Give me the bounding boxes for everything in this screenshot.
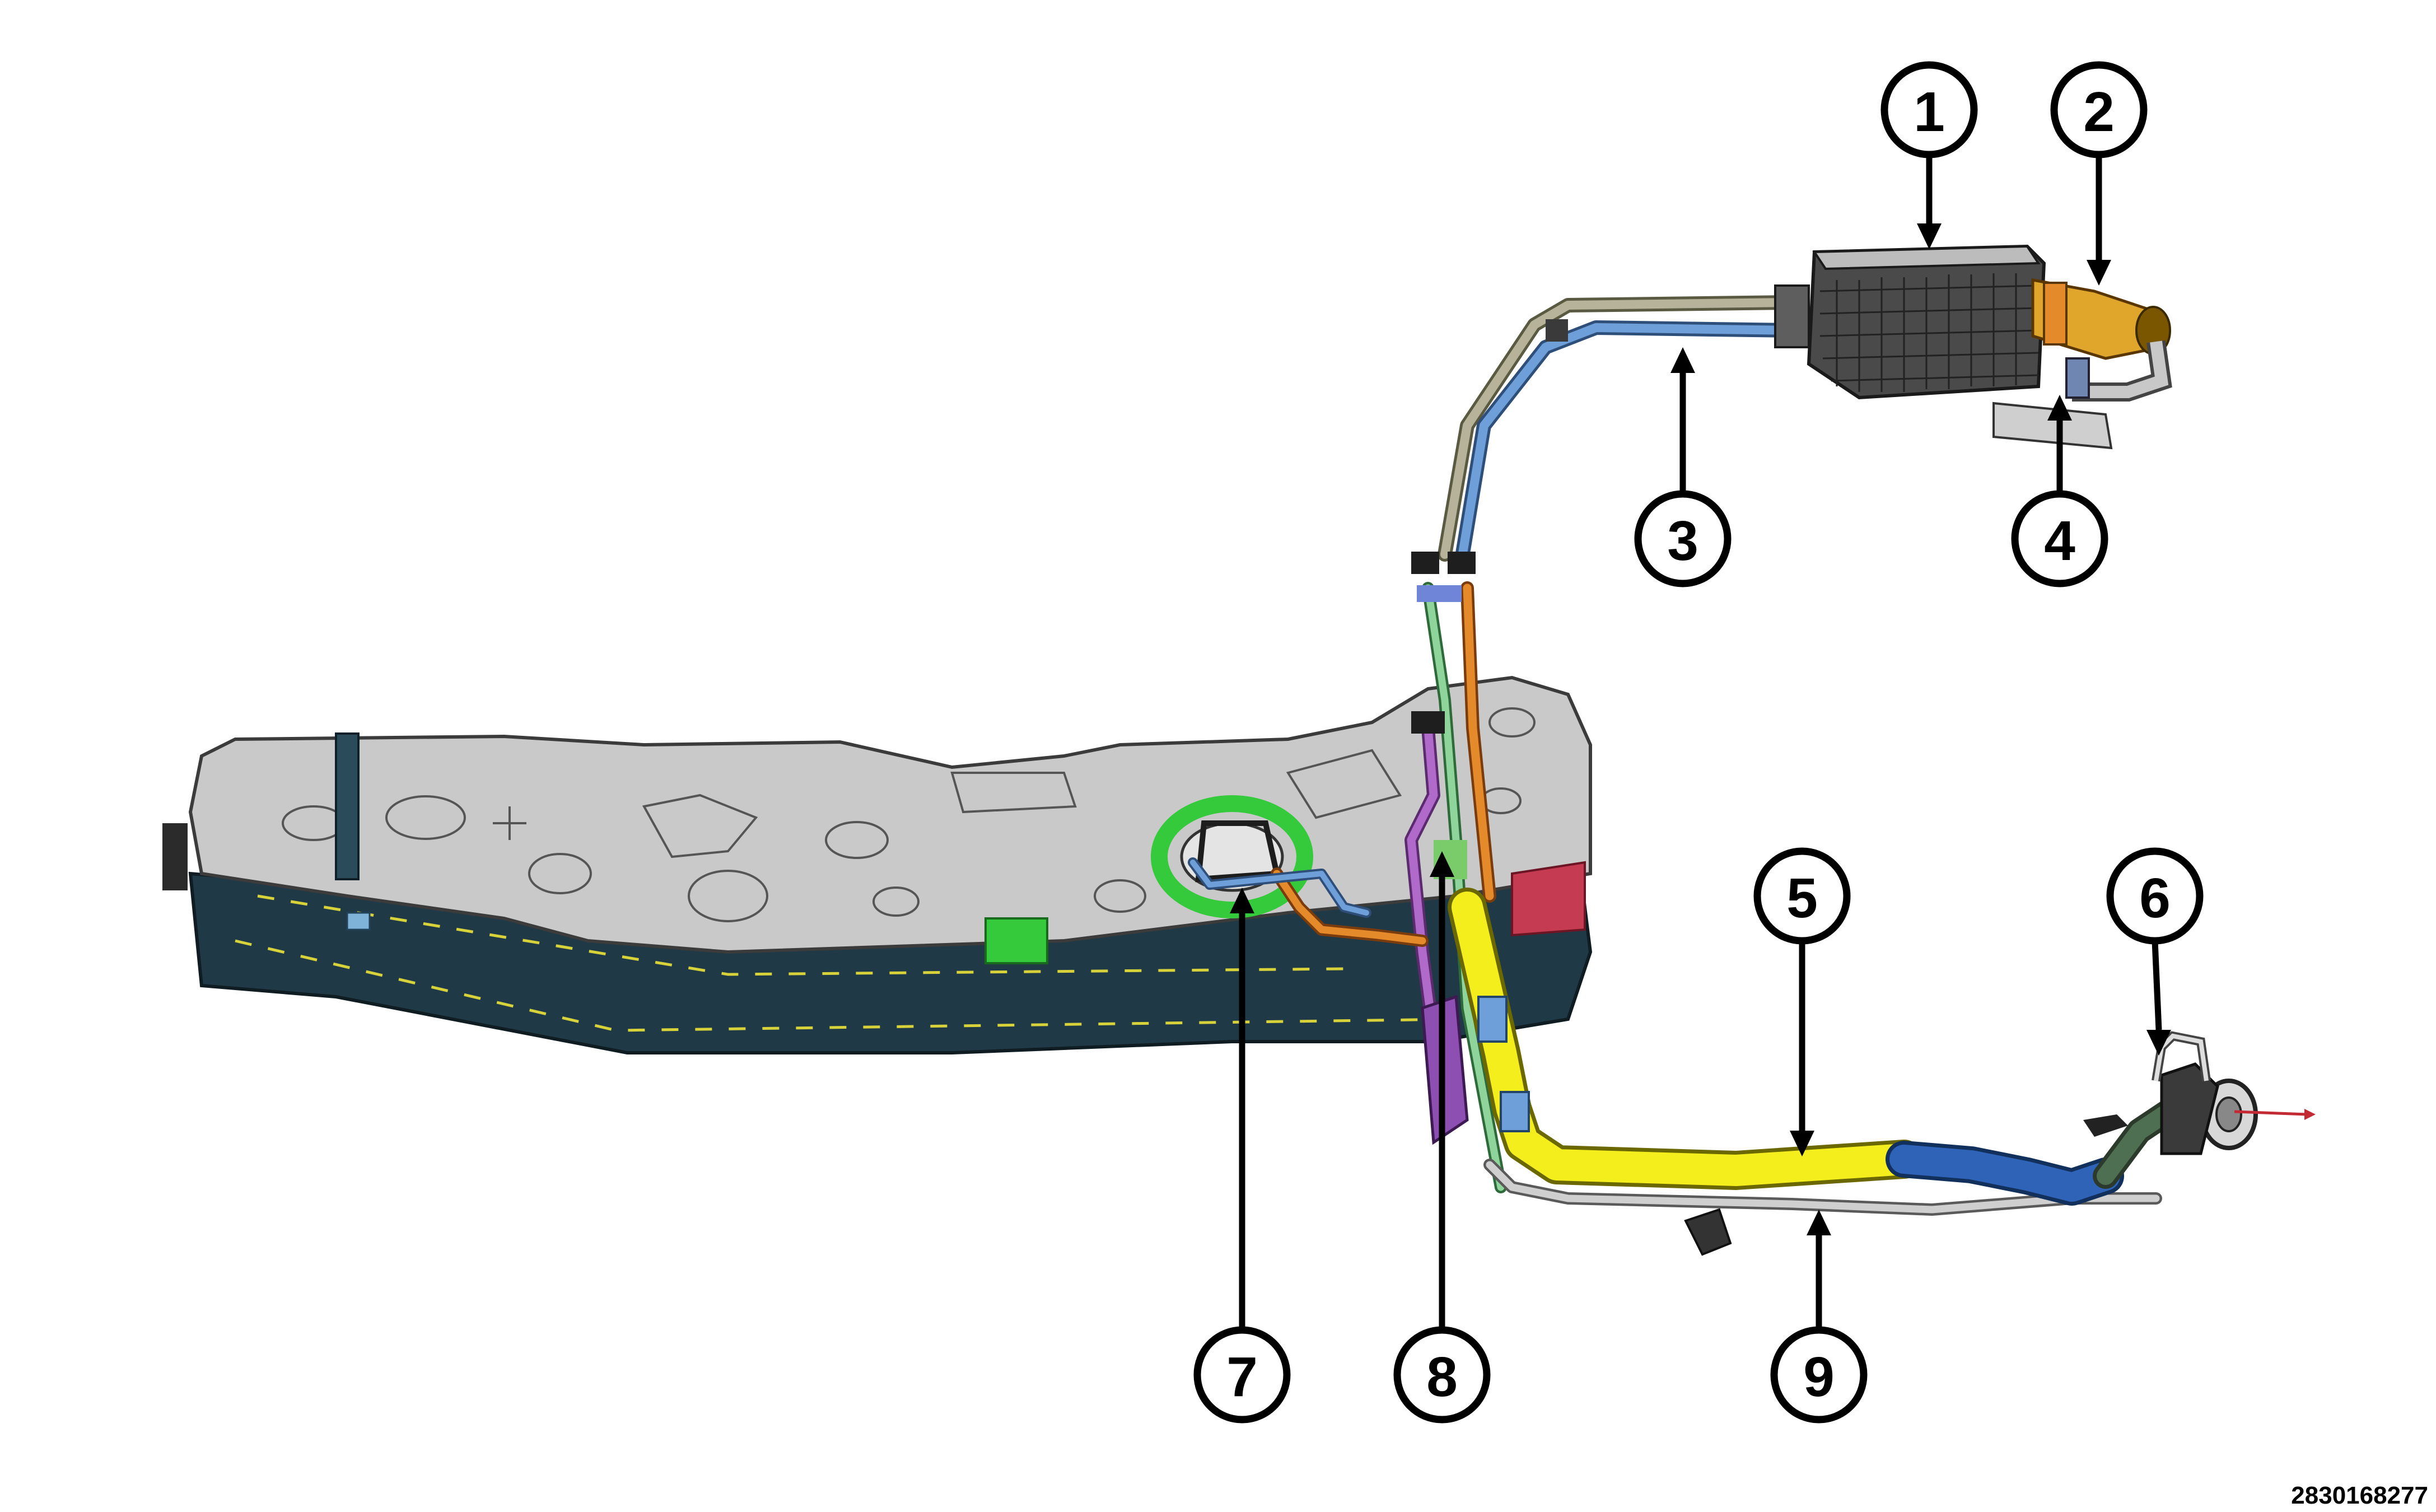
filler-clamps [1477, 996, 1530, 1132]
callout-arrowhead [1790, 1131, 1814, 1156]
callout-circle [1880, 61, 1978, 158]
callout-arrowhead [2047, 395, 2072, 421]
callout-number: 3 [1667, 510, 1698, 572]
callout-arrowhead [2087, 260, 2111, 286]
callout-arrowhead [1430, 851, 1454, 877]
callout-circle [1634, 490, 1732, 587]
callout-arrowhead [2146, 1030, 2171, 1056]
callout-number: 5 [1786, 867, 1818, 930]
callout-number: 7 [1226, 1346, 1258, 1408]
evap-canister [1774, 244, 2172, 450]
filler-neck-assembly [2083, 1031, 2316, 1155]
callout-number: 2 [2083, 81, 2115, 143]
callout-6: 6 [2106, 847, 2204, 1056]
callout-circle [2050, 61, 2148, 158]
callout-circle [1393, 1326, 1491, 1424]
callout-arrowhead [1917, 223, 1942, 249]
callout-8: 8 [1393, 851, 1491, 1424]
callout-circle [2106, 847, 2204, 945]
callout-number: 6 [2139, 867, 2171, 930]
callout-arrowhead [1670, 347, 1695, 373]
callout-3: 3 [1634, 347, 1732, 587]
callout-number: 1 [1914, 81, 1945, 143]
figure-id-label: 2830168277 [2291, 1482, 2428, 1509]
callout-number: 4 [2044, 510, 2075, 572]
callout-circle [1193, 1326, 1291, 1424]
filler-bracket [1684, 1208, 1732, 1256]
callout-circle [1753, 847, 1851, 945]
callout-9: 9 [1770, 1210, 1868, 1424]
callout-leader-line [2152, 940, 2162, 1030]
fuel-tank [162, 675, 1593, 1054]
callout-4: 4 [2011, 395, 2108, 587]
fuel-and-vapor-lines [1188, 295, 2162, 1216]
callout-2: 2 [2050, 61, 2148, 286]
callout-circle [1770, 1326, 1868, 1424]
callout-arrowhead [1230, 888, 1254, 913]
callout-number: 9 [1803, 1346, 1835, 1408]
callout-circle [2011, 490, 2108, 587]
callout-7: 7 [1193, 888, 1291, 1424]
callout-layer: 1 2 3 4 5 6 7 8 9 [1193, 61, 2204, 1424]
callout-1: 1 [1880, 61, 1978, 249]
callout-number: 8 [1426, 1346, 1458, 1408]
callout-arrowhead [1807, 1210, 1831, 1235]
callout-5: 5 [1753, 847, 1851, 1156]
